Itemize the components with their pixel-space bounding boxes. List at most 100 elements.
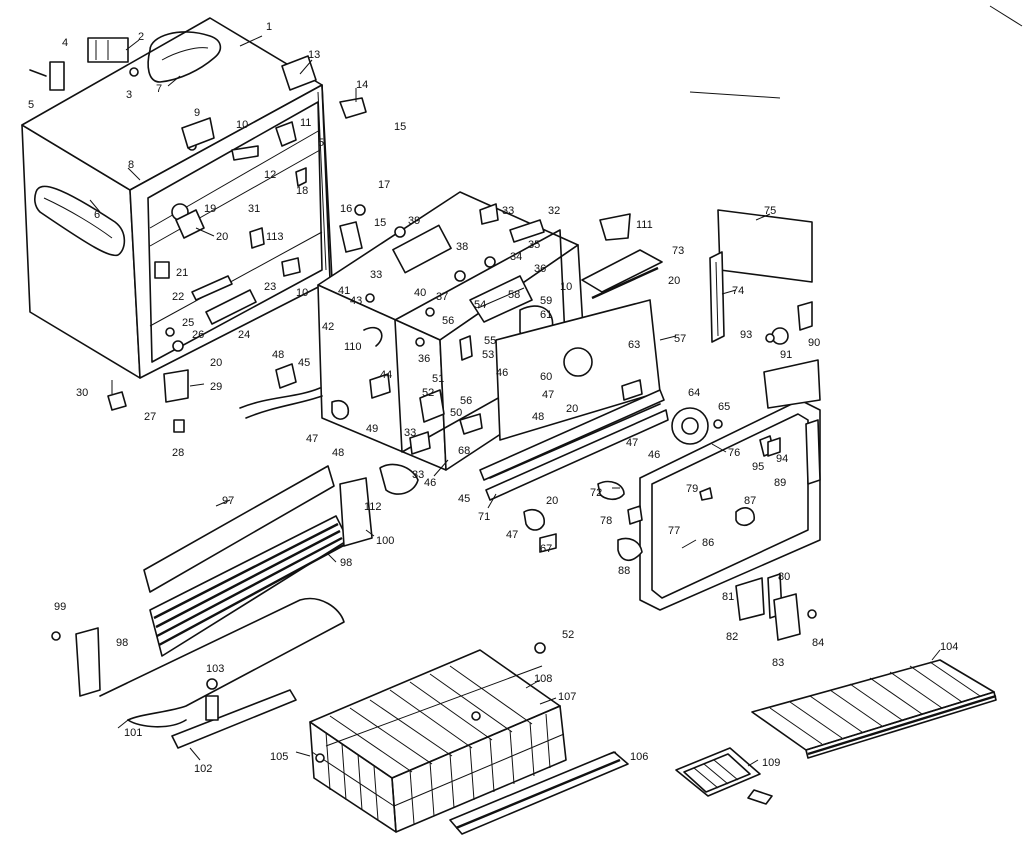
callout-98-b: 98 — [116, 637, 128, 649]
callout-105: 105 — [270, 751, 288, 763]
callout-3: 3 — [126, 89, 132, 101]
callout-47-b: 47 — [542, 389, 554, 401]
callout-88: 88 — [618, 565, 630, 577]
callout-45-b: 45 — [458, 493, 470, 505]
callout-18: 18 — [296, 185, 308, 197]
callout-81: 81 — [722, 591, 734, 603]
callout-22: 22 — [172, 291, 184, 303]
callout-58: 58 — [508, 289, 520, 301]
callout-46-a: 46 — [496, 367, 508, 379]
callout-76: 76 — [728, 447, 740, 459]
callout-38-a: 38 — [456, 241, 468, 253]
callout-99: 99 — [54, 601, 66, 613]
callout-13: 13 — [308, 49, 320, 61]
callout-4: 4 — [62, 37, 68, 49]
callout-44: 44 — [380, 369, 392, 381]
callout-72: 72 — [590, 487, 602, 499]
callout-45-a: 45 — [298, 357, 310, 369]
callout-63: 63 — [628, 339, 640, 351]
callout-35: 35 — [528, 239, 540, 251]
callout-21: 21 — [176, 267, 188, 279]
callout-84: 84 — [812, 637, 824, 649]
callout-80: 80 — [778, 571, 790, 583]
callout-46-b: 46 — [424, 477, 436, 489]
cabinet-housing — [21, 17, 367, 433]
callout-57: 57 — [674, 333, 686, 345]
callout-36-a: 36 — [534, 263, 546, 275]
callout-37: 37 — [436, 291, 448, 303]
callout-20-b: 20 — [210, 357, 222, 369]
callout-52-a: 52 — [422, 387, 434, 399]
callout-75: 75 — [764, 205, 776, 217]
callout-10-b: 10 — [296, 287, 308, 299]
callout-42: 42 — [322, 321, 334, 333]
callout-8: 8 — [128, 159, 134, 171]
callout-61: 61 — [540, 309, 552, 321]
callout-30: 30 — [76, 387, 88, 399]
callout-50: 50 — [450, 407, 462, 419]
front-grille-assembly — [51, 465, 373, 749]
callout-113: 113 — [266, 231, 284, 243]
callout-24: 24 — [238, 329, 250, 341]
callout-73: 73 — [672, 245, 684, 257]
callout-49: 49 — [366, 423, 378, 435]
callout-95: 95 — [752, 461, 764, 473]
callout-43: 43 — [350, 295, 362, 307]
callout-97: 97 — [222, 495, 234, 507]
callout-53: 53 — [482, 349, 494, 361]
callout-labels: 1 2 3 4 5 7 13 14 15 9 10 11 5 12 18 8 6… — [28, 21, 958, 775]
callout-52-b: 52 — [562, 629, 574, 641]
callout-90: 90 — [808, 337, 820, 349]
callout-86: 86 — [702, 537, 714, 549]
callout-67: 67 — [540, 543, 552, 555]
callout-71: 71 — [478, 511, 490, 523]
callout-78: 78 — [600, 515, 612, 527]
callout-31: 31 — [248, 203, 260, 215]
callout-41: 41 — [338, 285, 350, 297]
callout-68: 68 — [458, 445, 470, 457]
callout-33-c: 33 — [404, 427, 416, 439]
callout-48-b: 48 — [332, 447, 344, 459]
callout-7: 7 — [156, 83, 162, 95]
callout-29: 29 — [210, 381, 222, 393]
callout-16: 16 — [340, 203, 352, 215]
callout-23: 23 — [264, 281, 276, 293]
callout-65: 65 — [718, 401, 730, 413]
wire-shelf — [689, 5, 1023, 759]
callout-59: 59 — [540, 295, 552, 307]
callout-54: 54 — [474, 299, 486, 311]
callout-60: 60 — [540, 371, 552, 383]
callout-107: 107 — [558, 691, 576, 703]
callout-28: 28 — [172, 447, 184, 459]
callout-20-e: 20 — [546, 495, 558, 507]
wire-basket — [309, 642, 629, 835]
callout-9: 9 — [194, 107, 200, 119]
callout-106: 106 — [630, 751, 648, 763]
callout-94: 94 — [776, 453, 788, 465]
divider-panel-assembly — [479, 249, 775, 553]
callout-5-b: 5 — [318, 137, 324, 149]
callout-15-b: 15 — [374, 217, 386, 229]
callout-110: 110 — [344, 341, 362, 353]
callout-19: 19 — [204, 203, 216, 215]
callout-47-d: 47 — [506, 529, 518, 541]
callout-10-a: 10 — [236, 119, 248, 131]
ice-tray — [675, 747, 773, 805]
callout-20-c: 20 — [668, 275, 680, 287]
callout-87: 87 — [744, 495, 756, 507]
callout-33-b: 33 — [370, 269, 382, 281]
callout-103: 103 — [206, 663, 224, 675]
callout-14: 14 — [356, 79, 368, 91]
callout-56-a: 56 — [442, 315, 454, 327]
callout-11: 11 — [300, 117, 311, 129]
callout-89: 89 — [774, 477, 786, 489]
callout-6: 6 — [94, 209, 100, 221]
callout-93: 93 — [740, 329, 752, 341]
callout-20-d: 20 — [566, 403, 578, 415]
callout-10-c: 10 — [560, 281, 572, 293]
callout-25: 25 — [182, 317, 194, 329]
callout-26: 26 — [192, 329, 204, 341]
callout-74: 74 — [732, 285, 744, 297]
callout-98-a: 98 — [340, 557, 352, 569]
